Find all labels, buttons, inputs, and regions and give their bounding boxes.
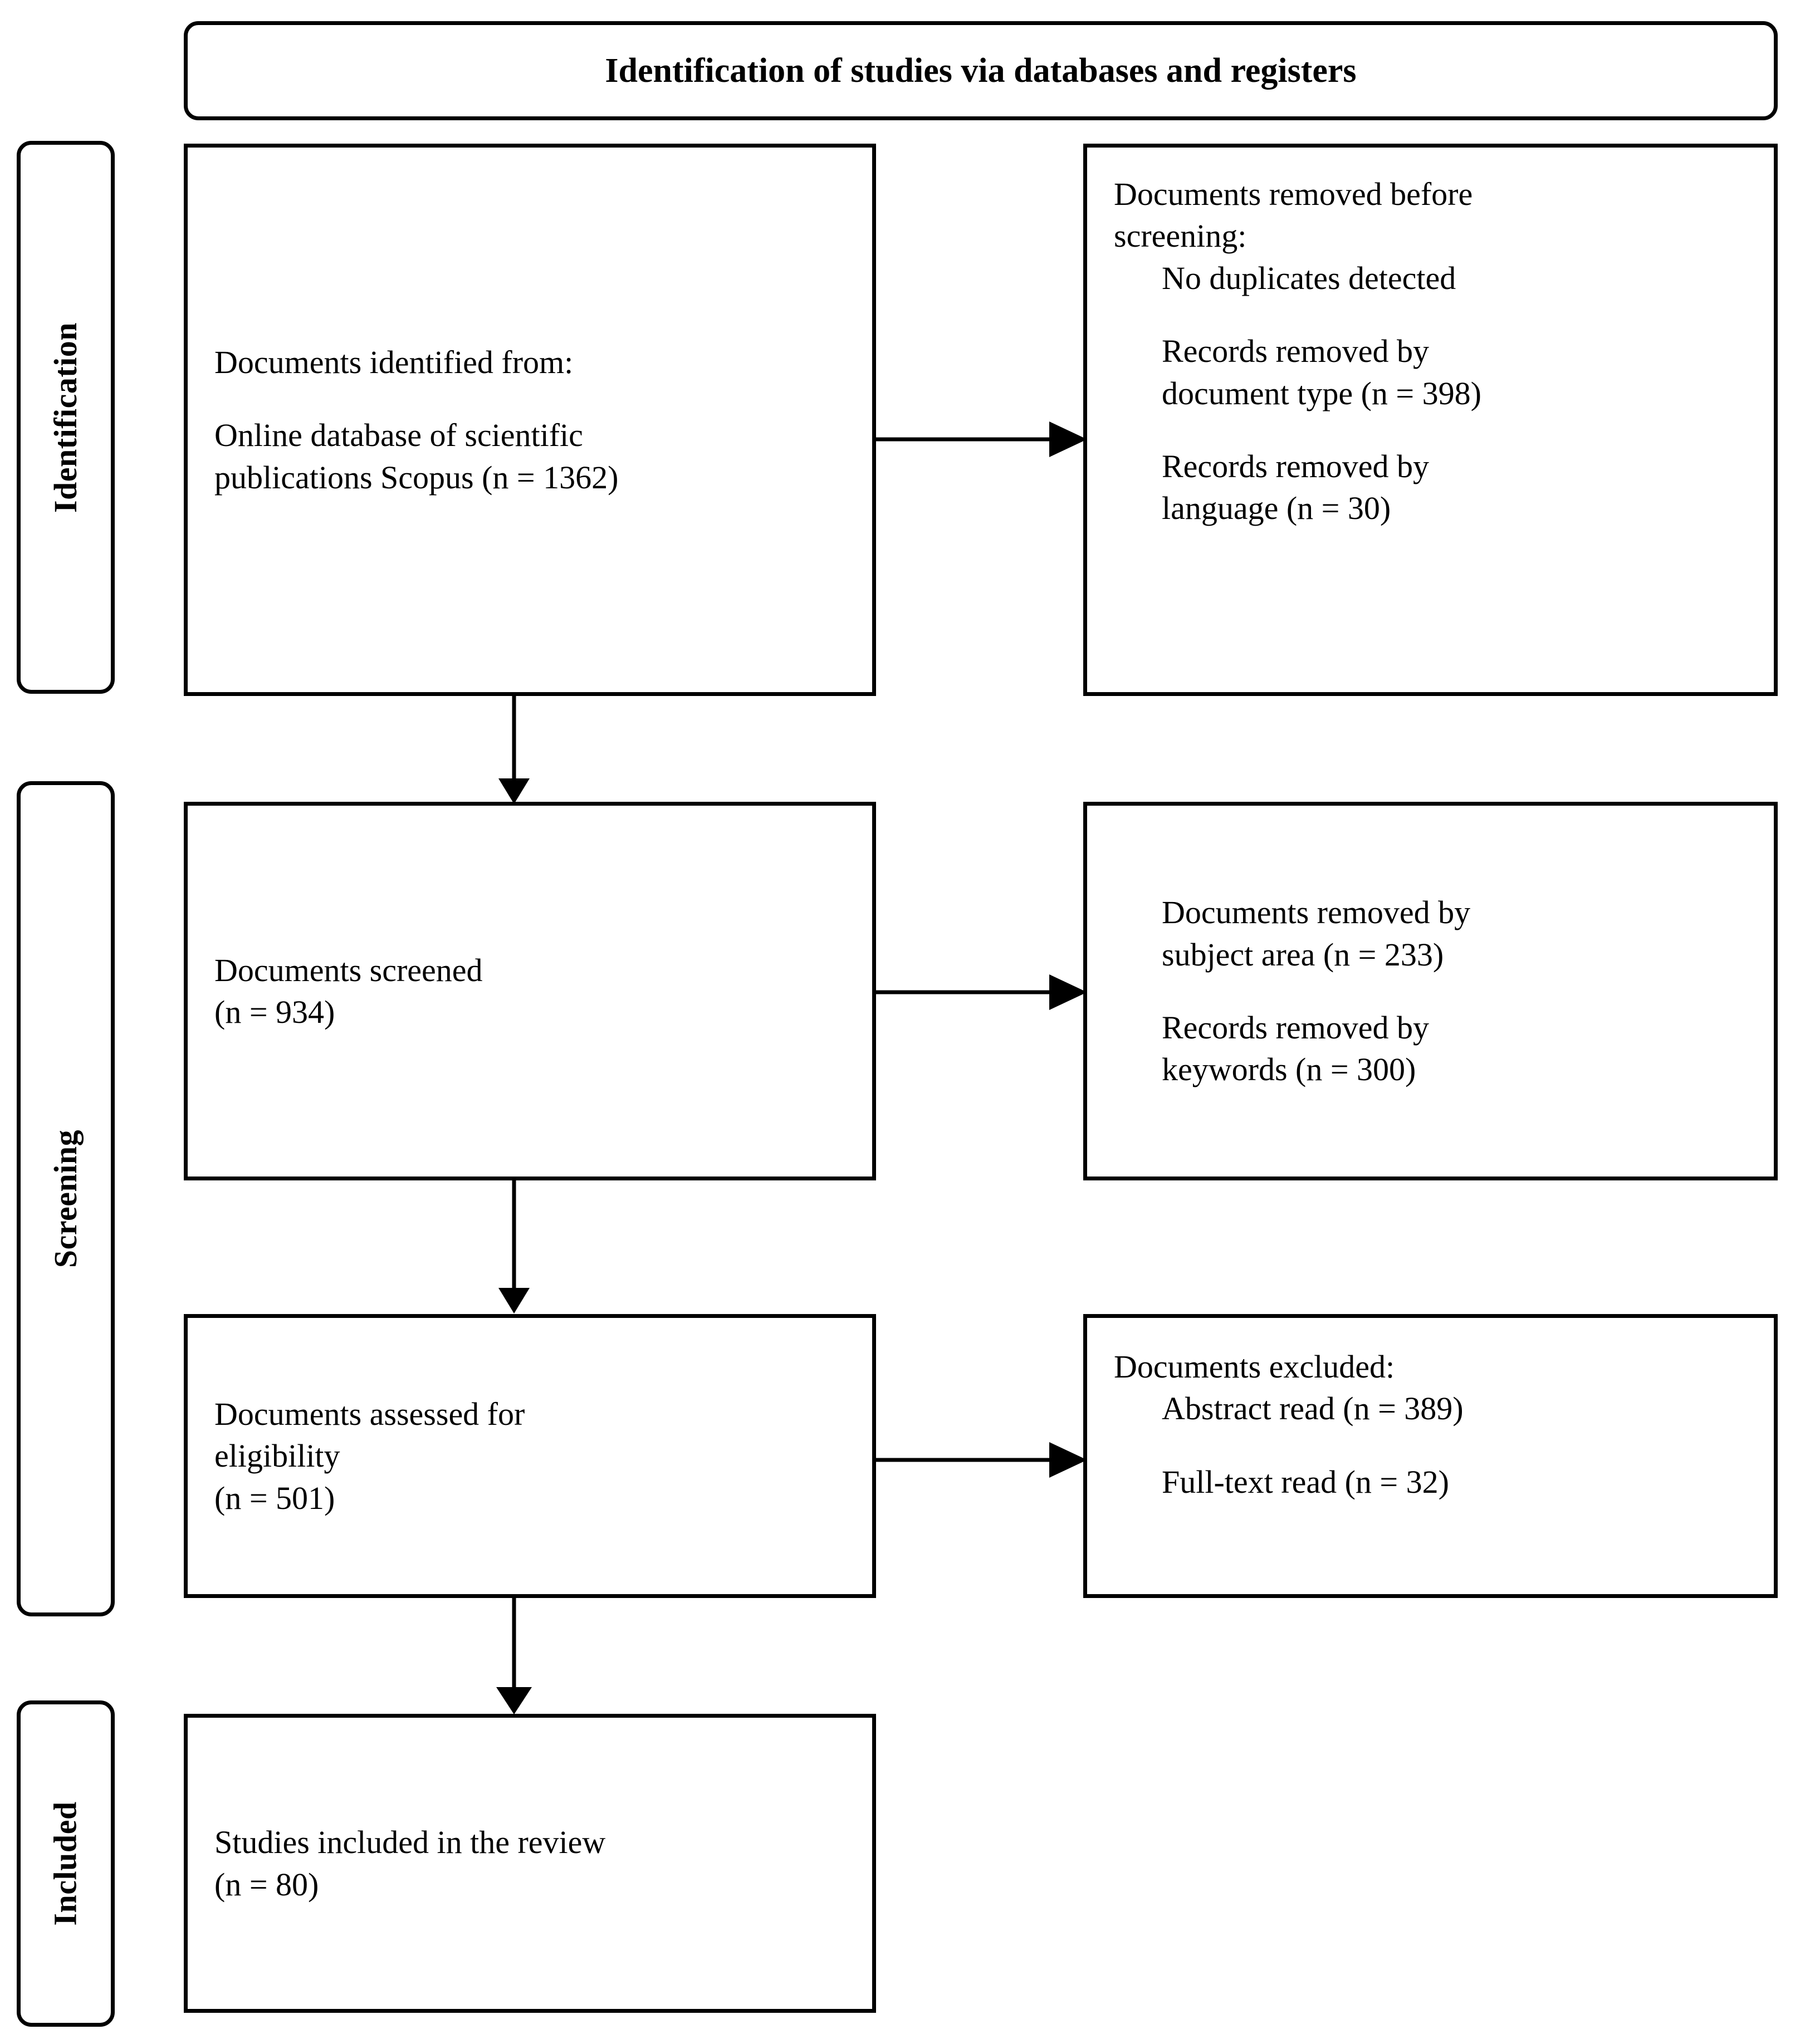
- identified-line-1: Documents identified from:: [214, 344, 574, 380]
- removed-before-line-1: Documents removed before: [1114, 176, 1473, 212]
- arrow-identified-to-screened: [498, 694, 530, 804]
- box-removed-by-screening: Documents removed by subject area (n = 2…: [1083, 802, 1778, 1180]
- excluded-line-3: Full-text read (n = 32): [1162, 1463, 1449, 1500]
- stage-label-identification: Identification: [47, 322, 84, 513]
- stage-pill-identification: Identification: [17, 141, 115, 694]
- box-assessed-for-eligibility: Documents assessed for eligibility (n = …: [184, 1314, 876, 1598]
- included-line-1: Studies included in the review: [214, 1824, 606, 1861]
- stage-pill-included: Included: [17, 1700, 115, 2027]
- stage-label-screening: Screening: [47, 1129, 84, 1268]
- box-documents-excluded: Documents excluded: Abstract read (n = 3…: [1083, 1314, 1778, 1598]
- box-removed-before-screening: Documents removed before screening: No d…: [1083, 144, 1778, 696]
- removed-screening-line-4: keywords (n = 300): [1162, 1051, 1416, 1088]
- diagram-title-text: Identification of studies via databases …: [605, 51, 1357, 90]
- stage-label-included: Included: [47, 1801, 84, 1926]
- screened-line-1: Documents screened: [214, 952, 483, 988]
- arrow-screened-to-eligibility: [498, 1178, 530, 1313]
- diagram-title-banner: Identification of studies via databases …: [184, 21, 1778, 120]
- removed-before-line-7: language (n = 30): [1162, 490, 1391, 527]
- eligibility-line-3: (n = 501): [214, 1479, 335, 1516]
- identified-line-3: publications Scopus (n = 1362): [214, 459, 619, 496]
- box-documents-identified: Documents identified from: Online databa…: [184, 144, 876, 696]
- included-line-2: (n = 80): [214, 1866, 319, 1903]
- removed-screening-line-3: Records removed by: [1162, 1009, 1429, 1046]
- removed-screening-line-2: subject area (n = 233): [1162, 936, 1444, 973]
- arrow-screened-to-removed: [874, 974, 1087, 1010]
- removed-before-line-3: No duplicates detected: [1162, 259, 1456, 296]
- box-studies-included: Studies included in the review (n = 80): [184, 1714, 876, 2013]
- arrow-identified-to-removed: [874, 421, 1087, 457]
- removed-before-line-5: document type (n = 398): [1162, 375, 1481, 411]
- box-documents-screened: Documents screened (n = 934): [184, 802, 876, 1180]
- excluded-line-2: Abstract read (n = 389): [1162, 1390, 1464, 1427]
- removed-before-line-4: Records removed by: [1162, 333, 1429, 370]
- arrow-eligibility-to-excluded: [874, 1442, 1087, 1478]
- identified-line-2: Online database of scientific: [214, 417, 583, 454]
- removed-before-line-2: screening:: [1114, 218, 1247, 254]
- eligibility-line-2: eligibility: [214, 1438, 340, 1474]
- arrow-eligibility-to-included: [496, 1596, 532, 1714]
- removed-before-line-6: Records removed by: [1162, 448, 1429, 484]
- screened-line-2: (n = 934): [214, 994, 335, 1030]
- excluded-line-1: Documents excluded:: [1114, 1349, 1395, 1385]
- stage-pill-screening: Screening: [17, 781, 115, 1616]
- removed-screening-line-1: Documents removed by: [1162, 894, 1471, 931]
- eligibility-line-1: Documents assessed for: [214, 1395, 525, 1432]
